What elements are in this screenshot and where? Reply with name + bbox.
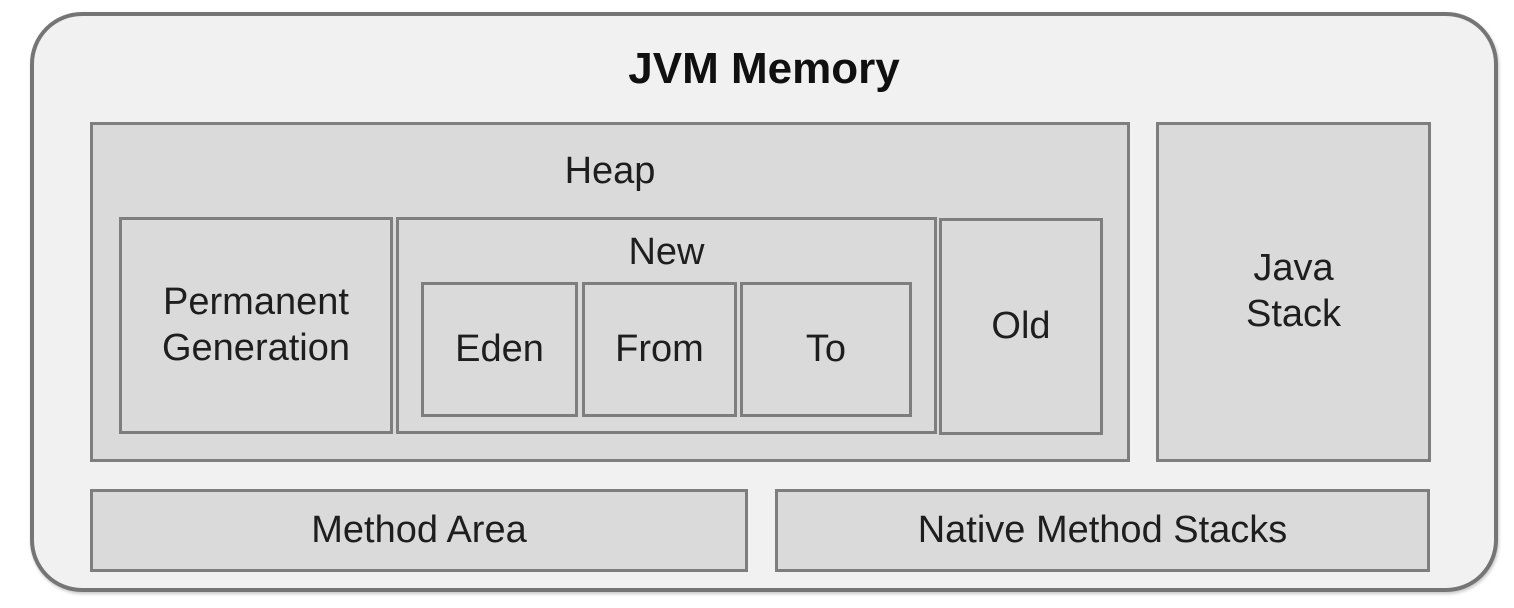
diagram-title: JVM Memory [628,44,900,93]
from-survivor-label: From [615,327,704,370]
old-generation-box: Old [939,218,1103,435]
eden-label: Eden [455,327,544,370]
method-area-box: Method Area [90,489,748,572]
permanent-generation-label: Permanent Generation [161,280,350,369]
old-generation-label: Old [991,304,1051,347]
to-survivor-label: To [805,327,847,370]
eden-box: Eden [421,282,578,417]
heap-label: Heap [564,150,656,192]
to-survivor-box: To [740,282,912,417]
jvm-memory-container: JVM Memory Heap Permanent Generation New… [30,12,1498,592]
native-method-stacks-box: Native Method Stacks [775,489,1430,572]
heap-box: Heap Permanent Generation New Eden From … [90,122,1130,462]
java-stack-label: Java Stack [1245,247,1342,335]
method-area-label: Method Area [311,508,527,551]
java-stack-box: Java Stack [1156,122,1431,462]
new-generation-label: New [628,231,705,273]
new-generation-box: New Eden From To [396,217,937,434]
native-method-stacks-label: Native Method Stacks [917,508,1288,551]
permanent-generation-box: Permanent Generation [119,217,393,434]
from-survivor-box: From [582,282,737,417]
